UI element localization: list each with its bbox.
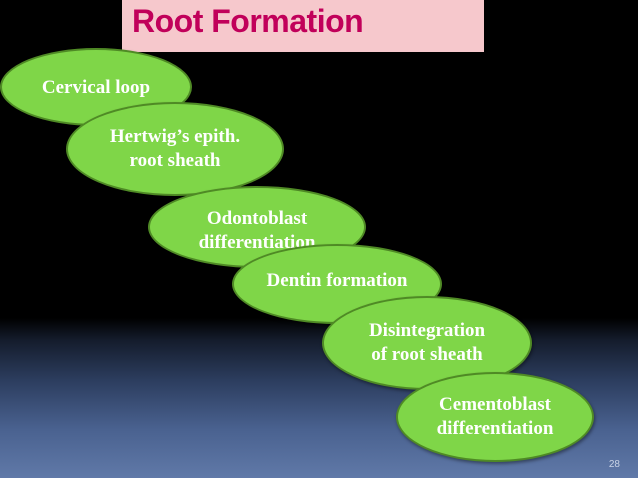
step-cementoblast-differentiation: Cementoblast differentiation bbox=[396, 372, 594, 462]
slide-title: Root Formation bbox=[132, 3, 364, 39]
step-2-line-1: Hertwig’s epith. bbox=[109, 126, 241, 147]
step-2-line-2: root sheath bbox=[129, 150, 221, 171]
title-box: Root Formation bbox=[122, 0, 484, 52]
step-5-line-1: Disintegration bbox=[368, 320, 486, 341]
step-6-line-2: differentiation bbox=[436, 418, 554, 439]
step-5-line-2: of root sheath bbox=[371, 344, 483, 365]
step-disintegration-root-sheath: Disintegration of root sheath bbox=[322, 296, 532, 390]
step-4-line-1: Dentin formation bbox=[266, 270, 408, 291]
step-1-line-1: Cervical loop bbox=[41, 77, 151, 98]
page-number: 28 bbox=[608, 459, 620, 470]
step-3-line-1: Odontoblast bbox=[206, 208, 308, 229]
step-6-line-1: Cementoblast bbox=[439, 394, 551, 415]
step-hertwigs-root-sheath: Hertwig’s epith. root sheath bbox=[66, 102, 284, 196]
step-3-line-2: differentiation bbox=[198, 232, 316, 253]
step-cervical-loop: Cervical loop bbox=[0, 48, 192, 126]
